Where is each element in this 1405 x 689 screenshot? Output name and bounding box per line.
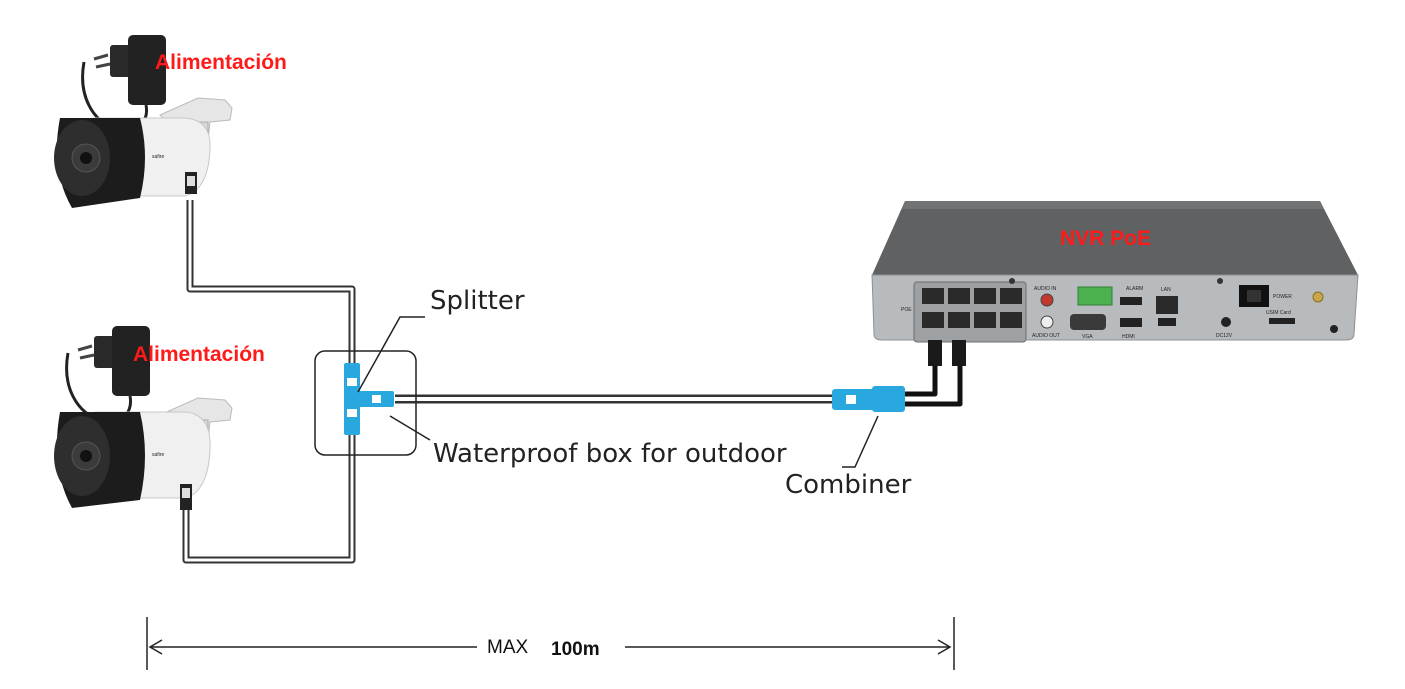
camera-2-cable xyxy=(182,432,356,564)
camera-brand: safire xyxy=(152,452,164,458)
combiner-connector xyxy=(832,386,905,412)
nvr-device: POE AUDIO IN AUDIO OUT ALARM VGA HDMI LA… xyxy=(871,201,1359,366)
usim-label: USIM Card xyxy=(1266,310,1291,316)
camera-brand: safire xyxy=(152,154,164,160)
vga-label: VGA xyxy=(1082,334,1093,340)
distance-indicator xyxy=(146,617,955,670)
poe-label: POE xyxy=(901,307,912,313)
audio-out-label: AUDIO OUT xyxy=(1032,333,1060,339)
power-switch-label: POWER xyxy=(1273,294,1292,300)
power-adapter-icon xyxy=(81,35,166,133)
nvr-label: NVR PoE xyxy=(1060,227,1151,250)
camera-2: Alimentación safire xyxy=(54,326,265,510)
box-label: Waterproof box for outdoor xyxy=(433,439,787,469)
power-label: Alimentación xyxy=(133,343,265,366)
hdmi-label: HDMI xyxy=(1122,334,1135,340)
camera-1-cable xyxy=(186,200,356,380)
splitter-connector xyxy=(344,363,394,435)
camera-1: Alimentación safire xyxy=(54,35,287,208)
box-leader xyxy=(389,415,431,441)
poe-ports: POE xyxy=(901,281,1027,343)
distance-prefix: MAX xyxy=(487,637,529,658)
combiner-label: Combiner xyxy=(785,470,912,500)
power-adapter-icon xyxy=(65,326,150,424)
lan-label: LAN xyxy=(1161,287,1171,293)
dc-label: DC12V xyxy=(1216,333,1233,339)
audio-in-label: AUDIO IN xyxy=(1034,286,1057,292)
splitter-leader xyxy=(357,316,425,393)
alarm-label: ALARM xyxy=(1126,286,1143,292)
splitter-label: Splitter xyxy=(430,286,525,316)
power-label: Alimentación xyxy=(155,51,287,74)
waterproof-box xyxy=(314,350,417,456)
distance-value: 100m xyxy=(551,639,600,660)
combiner-output-cables xyxy=(905,365,963,407)
combiner-leader xyxy=(842,415,879,468)
